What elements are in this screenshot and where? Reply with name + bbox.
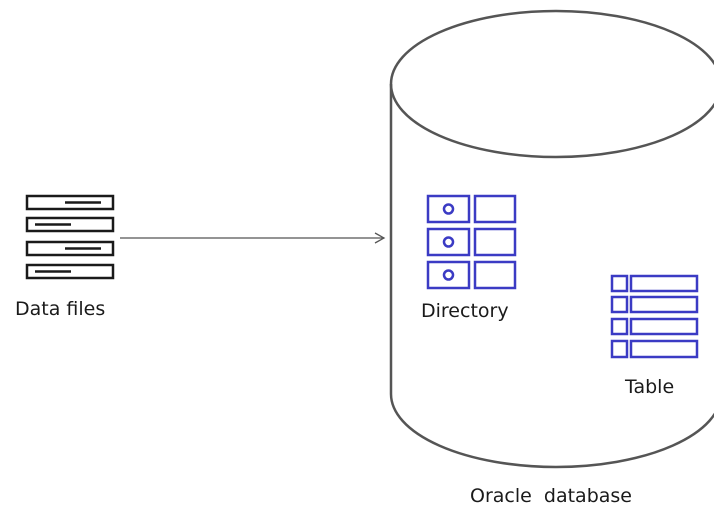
directory-icon — [426, 194, 517, 290]
data-files-label: Data files — [15, 298, 106, 320]
directory-label: Directory — [421, 300, 509, 322]
server-stack-icon — [25, 194, 115, 280]
oracle-database-label: Oracle database — [470, 485, 632, 507]
table-label: Table — [625, 376, 675, 398]
table-icon — [610, 274, 699, 359]
database-cylinder-icon — [389, 9, 714, 469]
